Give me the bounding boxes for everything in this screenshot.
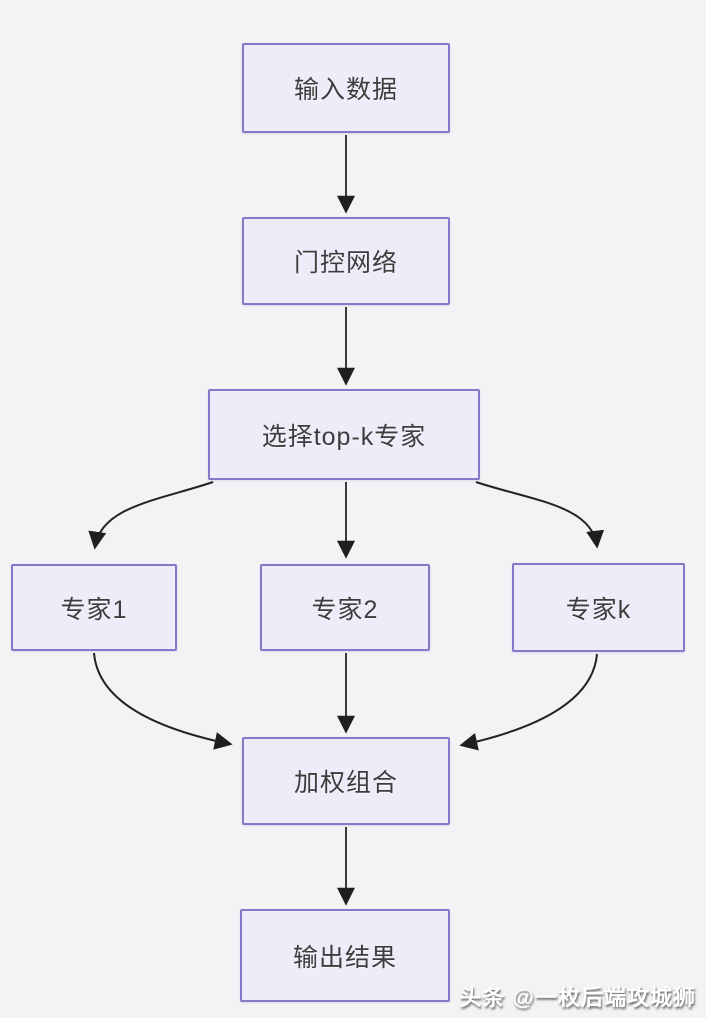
node-expert-1: 专家1 bbox=[11, 564, 177, 651]
arrow-expertk-to-combine bbox=[459, 653, 598, 751]
node-select-topk: 选择top-k专家 bbox=[208, 389, 480, 480]
watermark-text: 头条 @一枚后端攻城狮 bbox=[459, 985, 696, 1010]
arrow-expert1-to-combine bbox=[93, 652, 233, 750]
node-weighted-combine: 加权组合 bbox=[242, 737, 450, 825]
node-expert-2: 专家2 bbox=[260, 564, 430, 651]
node-gating-network: 门控网络 bbox=[242, 217, 450, 305]
arrow-topk-to-expertk bbox=[475, 481, 605, 549]
node-output-result: 输出结果 bbox=[240, 909, 450, 1002]
node-input-data: 输入数据 bbox=[242, 43, 450, 133]
arrow-topk-to-expert1 bbox=[88, 481, 214, 550]
node-expert-k: 专家k bbox=[512, 563, 685, 652]
